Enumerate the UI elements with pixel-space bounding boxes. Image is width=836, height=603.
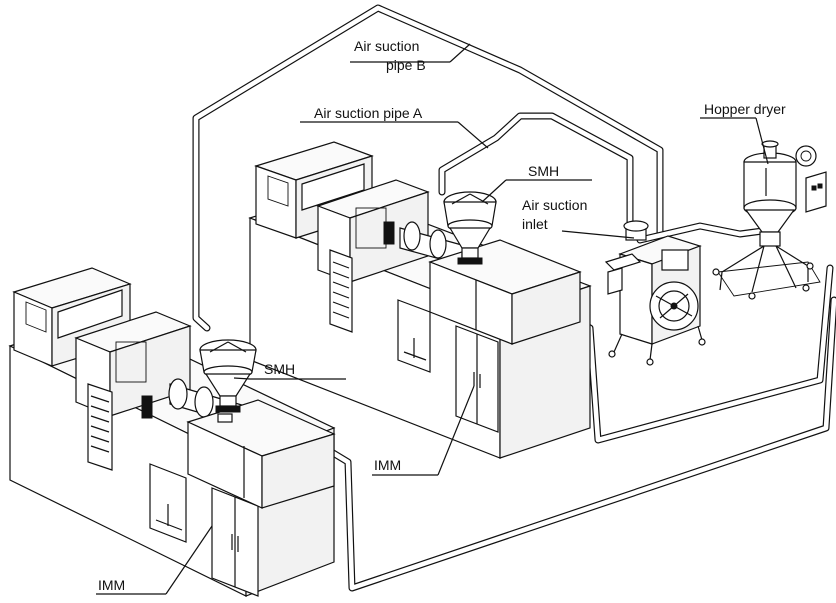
label-air-suction-pipe-b-line2: pipe B [386,57,426,73]
leader-imm-right [437,385,475,476]
air-suction-pipe-a [438,112,634,240]
imm-right-machine [248,141,592,459]
vent-slats-left [87,383,113,471]
leader-pipe-a [457,121,489,149]
leader-inlet [561,230,635,239]
label-imm-left: IMM [98,577,125,593]
label-air-suction-pipe-b-line1: Air suction [354,38,419,54]
smh-right-unit [443,191,497,265]
label-air-suction-inlet-line2: inlet [522,216,548,232]
hopper-dryer-unit [712,140,827,300]
label-air-suction-inlet-line1: Air suction [522,197,587,213]
label-smh-right: SMH [528,163,559,179]
imm-left-machine [8,267,336,597]
label-imm-right: IMM [374,457,401,473]
vent-slats-right [329,249,353,333]
leader-smh-right [481,179,507,203]
vacuum-loader-unit [604,220,706,366]
label-air-suction-pipe-a: Air suction pipe A [314,105,423,121]
leader-smh-left [233,377,251,380]
label-smh-left: SMH [264,361,295,377]
leader-imm-left [165,525,213,595]
dryer-connection-pipe [636,222,774,244]
smh-left-unit [199,339,257,413]
air-suction-pipe-b [192,4,664,332]
leader-dryer [755,117,769,165]
label-hopper-dryer: Hopper dryer [704,101,786,117]
leader-lines [96,43,769,595]
leader-pipe-b [449,43,471,63]
